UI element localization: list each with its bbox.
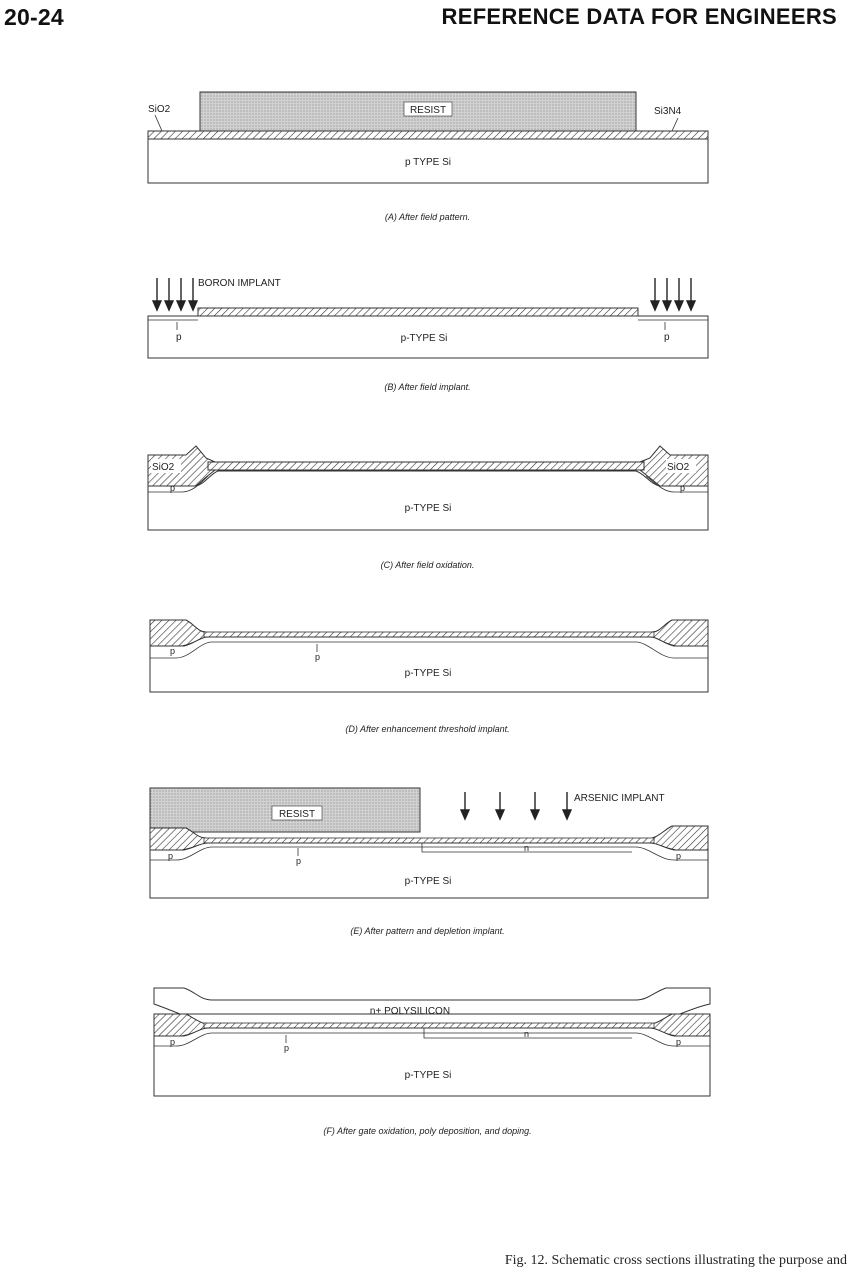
panel-c: SiO2 SiO2 p p p-TYPE Si (C) After field …: [0, 440, 855, 575]
p-right-label: p: [676, 851, 681, 861]
substrate-label: p-TYPE Si: [405, 503, 452, 514]
substrate-label: p TYPE Si: [405, 157, 451, 168]
boron-arrows-right: [649, 278, 697, 312]
boron-implant-label: BORON IMPLANT: [198, 278, 281, 289]
gate-oxide-layer: [203, 837, 655, 844]
nitride-layer: [207, 461, 645, 471]
substrate: [149, 636, 709, 693]
running-head: REFERENCE DATA FOR ENGINEERS: [441, 4, 837, 29]
panel-a-caption: (A) After field pattern.: [384, 212, 471, 222]
gate-oxide-layer: [203, 631, 655, 638]
page-number: 20-24: [4, 4, 64, 30]
substrate: [149, 842, 709, 899]
resist-label: RESIST: [410, 105, 446, 116]
panel-d-caption: (D) After enhancement threshold implant.: [345, 724, 510, 734]
p-right-label: p: [664, 332, 670, 343]
boron-arrows-left: [151, 278, 199, 312]
arsenic-implant-label: ARSENIC IMPLANT: [574, 793, 665, 804]
sio2-label: SiO2: [148, 104, 171, 115]
substrate-label: p-TYPE Si: [405, 668, 452, 679]
panel-f-diagram: n+ POLYSILICON p p n p p-TYPE Si: [153, 987, 711, 1097]
substrate-label: p-TYPE Si: [401, 333, 448, 344]
p-center-label: p: [284, 1043, 289, 1053]
nitride-layer: [197, 307, 639, 317]
sio2-right-label: SiO2: [667, 462, 690, 473]
panel-e-diagram: RESIST ARSENIC IMPLANT p p n p p-TYPE Si: [149, 787, 709, 899]
panel-d: p p p-TYPE Si (D) After enhancement thre…: [0, 612, 855, 742]
panel-e-caption: (E) After pattern and depletion implant.: [350, 926, 505, 936]
substrate: [147, 470, 709, 531]
resist-label: RESIST: [279, 809, 315, 820]
panel-a-diagram: RESIST SiO2 Si3N4 p TYPE Si: [147, 91, 709, 184]
figure-caption: Fig. 12. Schematic cross sections illust…: [504, 1253, 847, 1268]
arsenic-arrows: [459, 792, 573, 821]
panel-c-caption: (C) After field oxidation.: [380, 560, 475, 570]
panel-f: n+ POLYSILICON p p n p p-TYPE Si (F) Aft…: [0, 982, 855, 1142]
substrate: [153, 1027, 711, 1097]
panel-a: RESIST SiO2 Si3N4 p TYPE Si (A) After fi…: [0, 80, 855, 240]
p-right-label: p: [676, 1037, 681, 1047]
substrate-label: p-TYPE Si: [405, 1070, 452, 1081]
panel-b-caption: (B) After field implant.: [384, 382, 471, 392]
p-left-label: p: [170, 646, 175, 656]
polysilicon-layer: [153, 987, 711, 1015]
substrate: [147, 315, 709, 359]
polysilicon-label: n+ POLYSILICON: [370, 1006, 450, 1017]
p-left-label: p: [176, 332, 182, 343]
panel-b-diagram: BORON IMPLANT p p p-TYPE Si: [147, 278, 709, 359]
sio2-left-label: SiO2: [152, 462, 175, 473]
p-left-label: p: [170, 483, 175, 493]
p-left-label: p: [168, 851, 173, 861]
nitride-layer: [147, 130, 709, 140]
p-center-label: p: [296, 856, 301, 866]
p-left-label: p: [170, 1037, 175, 1047]
panel-d-diagram: p p p-TYPE Si: [149, 619, 709, 693]
substrate-label: p-TYPE Si: [405, 876, 452, 887]
n-region-label: n: [524, 1029, 529, 1039]
panel-c-diagram: SiO2 SiO2 p p p-TYPE Si: [147, 445, 709, 531]
panel-e: RESIST ARSENIC IMPLANT p p n p p-TYPE Si…: [0, 778, 855, 938]
panel-b: BORON IMPLANT p p p-TYPE Si (B) After fi…: [0, 268, 855, 408]
si3n4-label: Si3N4: [654, 106, 682, 117]
p-right-label: p: [680, 483, 685, 493]
p-center-label: p: [315, 652, 320, 662]
panel-f-caption: (F) After gate oxidation, poly depositio…: [323, 1126, 532, 1136]
gate-oxide-layer: [203, 1022, 655, 1029]
n-region-label: n: [524, 843, 529, 853]
